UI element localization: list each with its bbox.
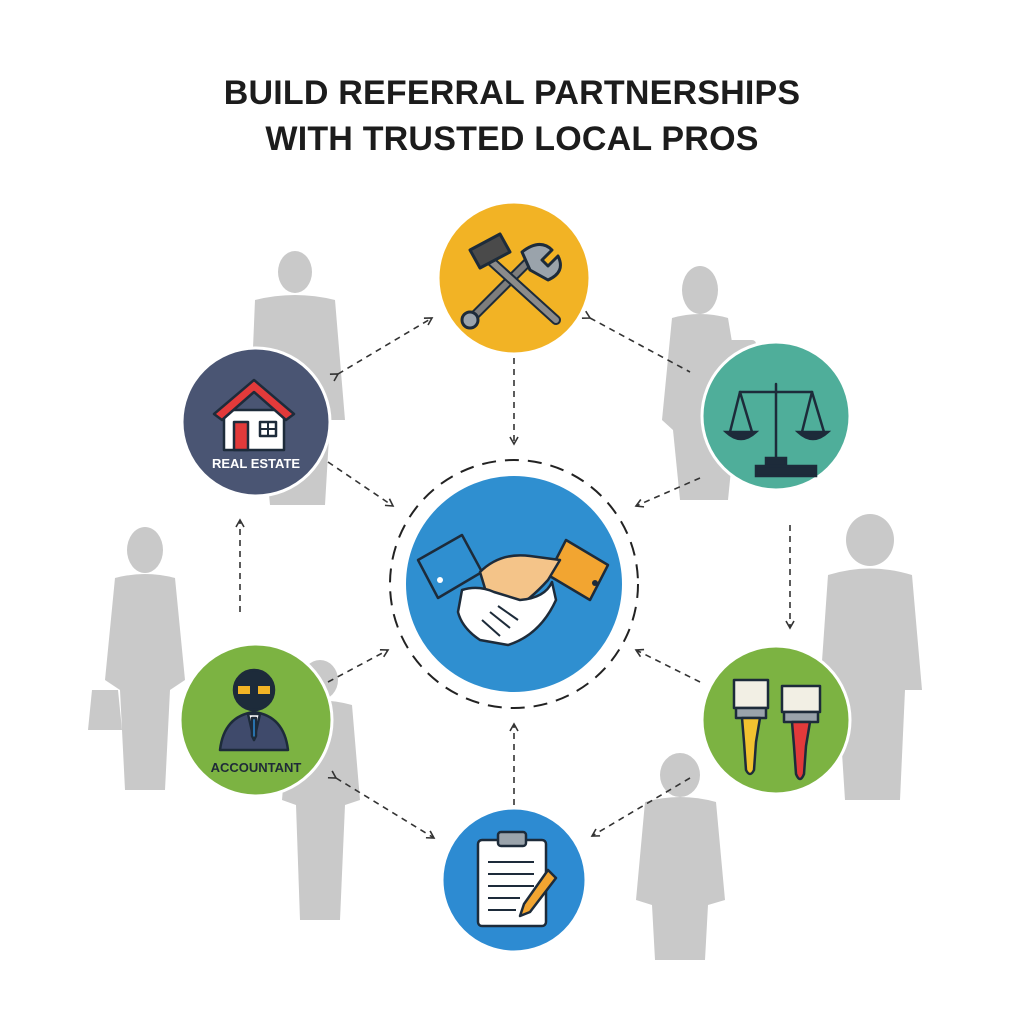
silhouette-person bbox=[636, 753, 725, 960]
page-title: BUILD REFERRAL PARTNERSHIPS WITH TRUSTED… bbox=[0, 70, 1024, 162]
arrow bbox=[327, 461, 395, 507]
handshake-icon bbox=[416, 533, 610, 647]
accountant-label: ACCOUNTANT bbox=[211, 760, 302, 775]
silhouette-person bbox=[88, 527, 185, 790]
arrow-double bbox=[327, 770, 436, 839]
house-icon bbox=[212, 378, 296, 452]
arrow bbox=[590, 777, 691, 837]
real-estate-label: REAL ESTATE bbox=[212, 456, 300, 471]
referral-arrows bbox=[235, 310, 795, 839]
arrow-double bbox=[329, 317, 434, 382]
arrow bbox=[634, 648, 701, 683]
tools-icon bbox=[460, 232, 562, 330]
arrow bbox=[327, 648, 390, 683]
clipboard-icon bbox=[476, 830, 558, 928]
center-dashed-ring bbox=[389, 459, 639, 709]
arrow bbox=[581, 310, 691, 373]
scales-icon bbox=[722, 382, 832, 478]
node-painter bbox=[700, 644, 852, 796]
businessman-icon bbox=[218, 668, 290, 752]
paintbrush-icon bbox=[732, 678, 822, 781]
arrow bbox=[634, 477, 701, 508]
title-line-1: BUILD REFERRAL PARTNERSHIPS bbox=[223, 74, 801, 112]
title-line-2: WITH TRUSTED LOCAL PROS bbox=[265, 120, 759, 158]
